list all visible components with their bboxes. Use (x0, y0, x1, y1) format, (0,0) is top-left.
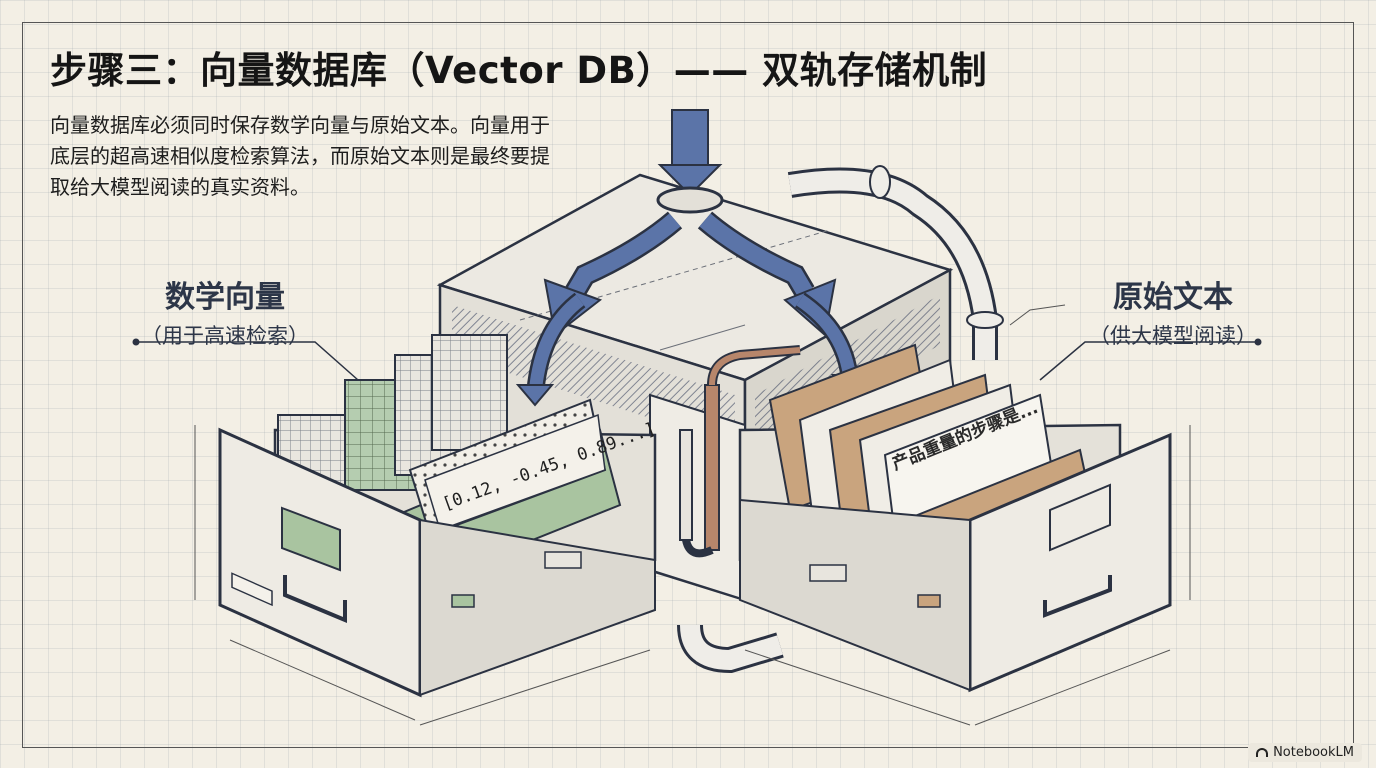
flow-arrows (515, 109, 870, 407)
slide-title: 步骤三：向量数据库（Vector DB）—— 双轨存储机制 (50, 49, 988, 92)
notebooklm-watermark: NotebookLM (1248, 743, 1362, 762)
callout-lines (132, 304, 1262, 381)
vector-drawer: [0.12, -0.45, 0.89...] (194, 334, 658, 726)
slide-border (22, 22, 1354, 748)
vector-label-subtitle: （用于高速检索） (141, 324, 309, 348)
text-label-title: 原始文本 (1113, 280, 1233, 315)
text-label: 原始文本 （供大模型阅读） (1078, 272, 1268, 350)
notebooklm-icon (1256, 748, 1269, 757)
text-drawer: 产品重量的步骤是... (738, 343, 1191, 726)
vector-label-title: 数学向量 (165, 280, 285, 315)
text-label-subtitle: （供大模型阅读） (1089, 324, 1257, 348)
description-text: 向量数据库必须同时保存数学向量与原始文本。向量用于底层的超高速相似度检索算法，而… (50, 113, 550, 199)
watermark-text: NotebookLM (1273, 745, 1354, 760)
vector-label: 数学向量 （用于高速检索） (130, 272, 320, 350)
pipe (677, 165, 1004, 674)
